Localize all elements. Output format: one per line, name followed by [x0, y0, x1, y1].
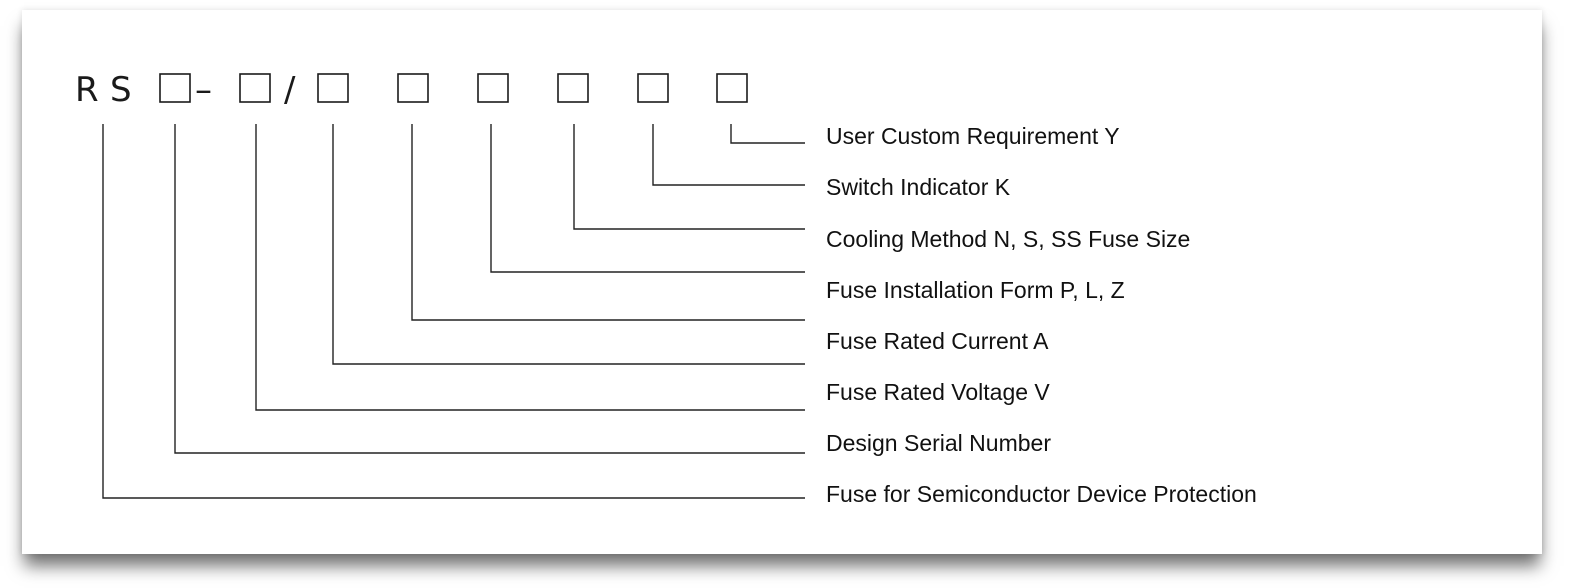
leader-line-rated-current: [411, 124, 805, 321]
leader-line-installation-form: [490, 124, 805, 273]
leader-line-design-serial: [255, 124, 805, 411]
label-rated-current: Fuse Rated Current A: [826, 328, 1049, 354]
code-box-switch-indicator: [557, 73, 589, 103]
code-box-extra: [716, 73, 748, 103]
leader-line-semiconductor-fuse: [102, 124, 805, 499]
leader-line-custom-requirement: [730, 124, 805, 144]
code-box-cooling-method: [477, 73, 509, 103]
leader-line-device-protection: [174, 124, 805, 454]
code-letter-s: S: [110, 70, 132, 110]
label-installation-form: Fuse Installation Form P, L, Z: [826, 277, 1125, 303]
code-box-rated-voltage: [239, 73, 271, 103]
label-design-serial-number: Design Serial Number: [826, 430, 1051, 456]
label-switch-indicator: Switch Indicator K: [826, 174, 1011, 200]
diagram-card: [22, 10, 1542, 554]
label-user-custom-requirement: User Custom Requirement Y: [826, 123, 1120, 149]
label-cooling-method: Cooling Method N, S, SS Fuse Size: [826, 226, 1190, 252]
code-letter-r: R: [75, 70, 99, 110]
label-rated-voltage: Fuse Rated Voltage V: [826, 379, 1050, 405]
leader-line-cooling-method: [573, 124, 805, 230]
code-dash: –: [195, 70, 212, 110]
leader-line-switch-indicator: [652, 124, 805, 186]
code-box-rated-current: [317, 73, 349, 103]
code-slash: /: [284, 70, 296, 110]
code-box-design-serial: [159, 73, 191, 103]
code-box-custom-requirement: [637, 73, 669, 103]
code-box-installation-form: [397, 73, 429, 103]
leader-line-rated-voltage: [332, 124, 805, 365]
label-semiconductor-protection: Fuse for Semiconductor Device Protection: [826, 481, 1257, 507]
